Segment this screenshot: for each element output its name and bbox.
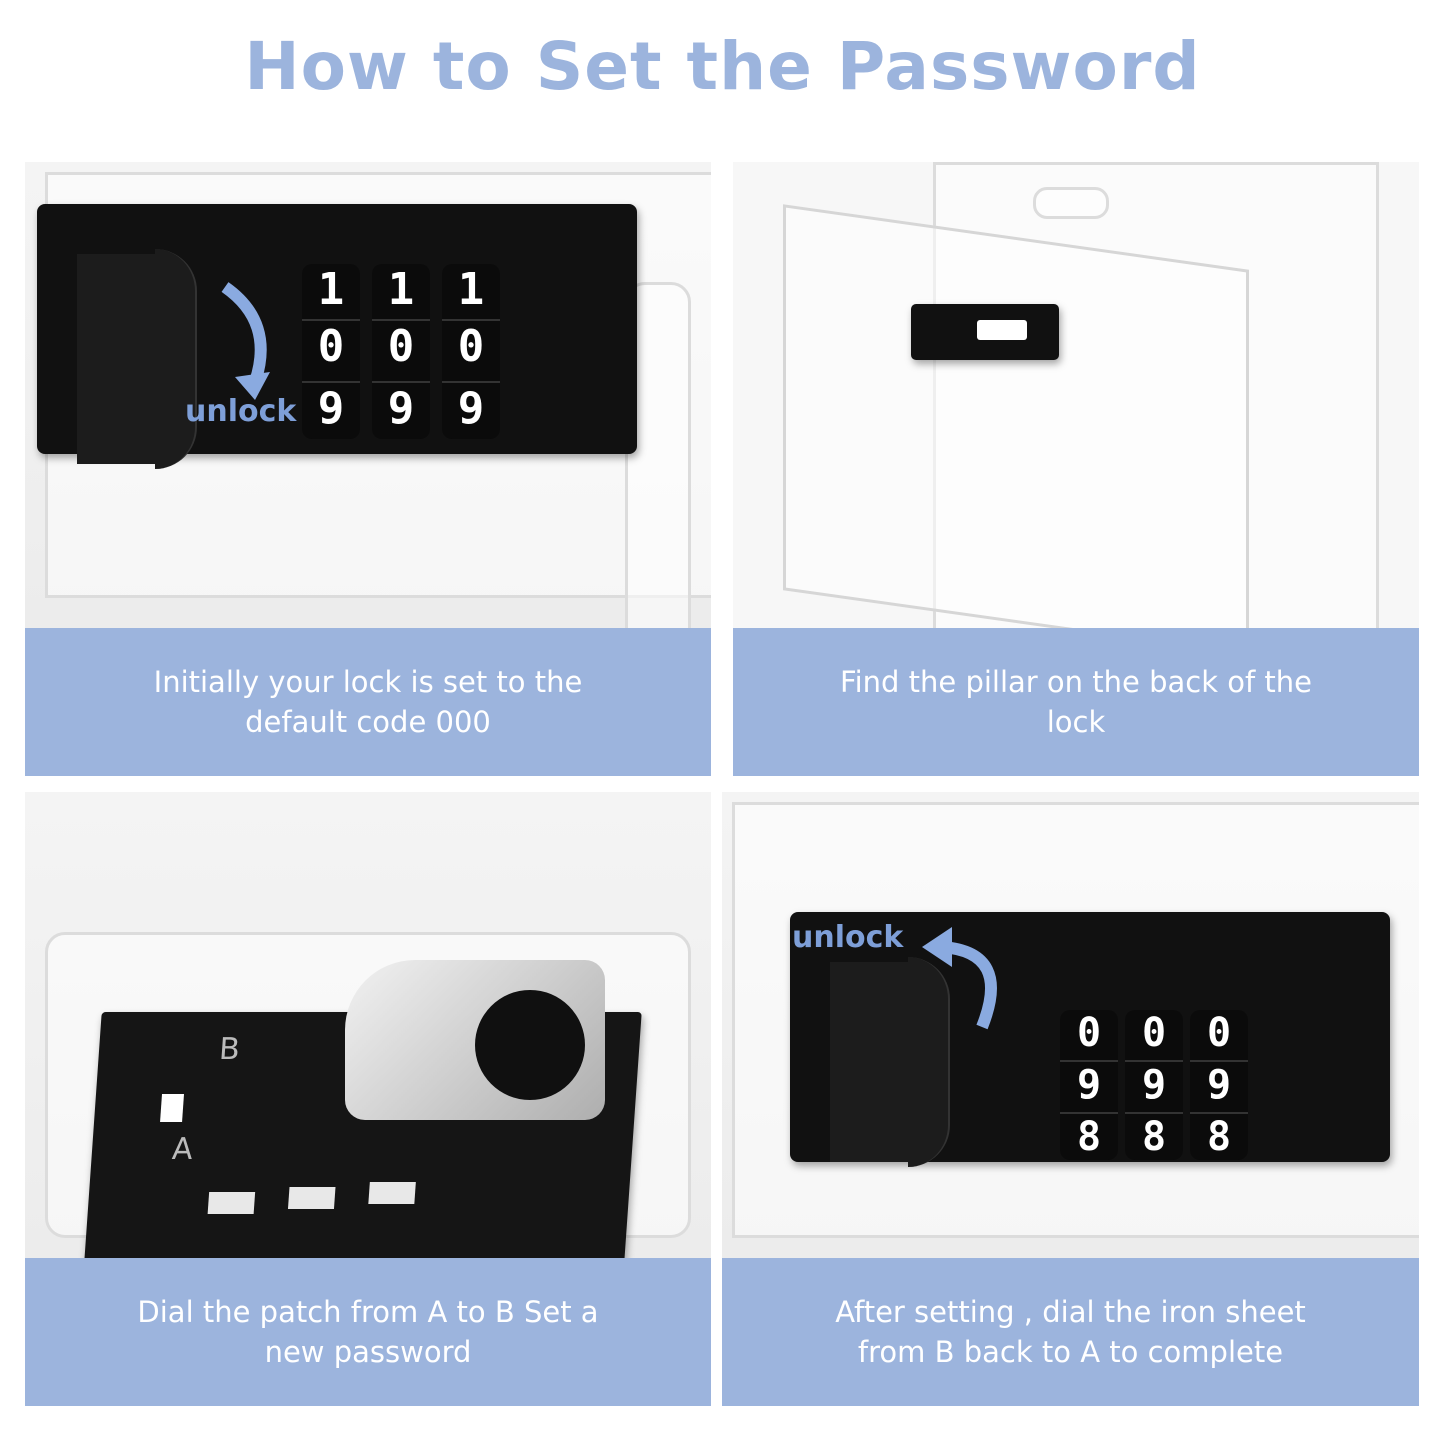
step-panel-1: 1 0 9 1 0 9 1 0 9 unlock Initially your …	[25, 162, 711, 776]
mark-a: A	[170, 1132, 194, 1167]
step-panel-4: 0 9 8 0 9 8 0 9 8 unlock After setting ,…	[722, 792, 1419, 1406]
unlock-label-4: unlock	[792, 920, 904, 955]
step-2-caption: Find the pillar on the back of the lock	[733, 628, 1419, 776]
dial-wheel-1[interactable]: 1 0 9	[302, 264, 360, 439]
mark-b: B	[217, 1032, 241, 1067]
curved-arrow-left-icon	[922, 927, 997, 1030]
step-4-caption: After setting , dial the iron sheet from…	[722, 1258, 1419, 1406]
step-3-photo: B A	[25, 792, 711, 1258]
step-4-photo: 0 9 8 0 9 8 0 9 8 unlock	[722, 792, 1419, 1258]
combination-lock-reset: 0 9 8 0 9 8 0 9 8	[790, 912, 1390, 1167]
dial-wheel-3[interactable]: 1 0 9	[442, 264, 500, 439]
dial-wheel-2[interactable]: 1 0 9	[372, 264, 430, 439]
dial-wheel-5[interactable]: 0 9 8	[1125, 1010, 1183, 1160]
dial-wheel-4[interactable]: 0 9 8	[1060, 1010, 1118, 1160]
unlock-label: unlock	[185, 394, 297, 429]
curved-arrow-down-icon	[221, 282, 270, 400]
small-lock	[911, 304, 1059, 360]
dial-wheel-6[interactable]: 0 9 8	[1190, 1010, 1248, 1160]
step-1-caption: Initially your lock is set to the defaul…	[25, 628, 711, 776]
step-panel-2: Find the pillar on the back of the lock	[733, 162, 1419, 776]
page-title: How to Set the Password	[244, 28, 1201, 105]
step-3-caption: Dial the patch from A to B Set a new pas…	[25, 1258, 711, 1406]
combination-lock: 1 0 9 1 0 9 1 0 9	[37, 204, 637, 469]
step-2-photo	[733, 162, 1419, 628]
step-1-photo: 1 0 9 1 0 9 1 0 9 unlock	[25, 162, 711, 628]
step-panel-3: B A Dial the patch from A to B Set a new…	[25, 792, 711, 1406]
iron-sheet[interactable]	[345, 960, 605, 1120]
